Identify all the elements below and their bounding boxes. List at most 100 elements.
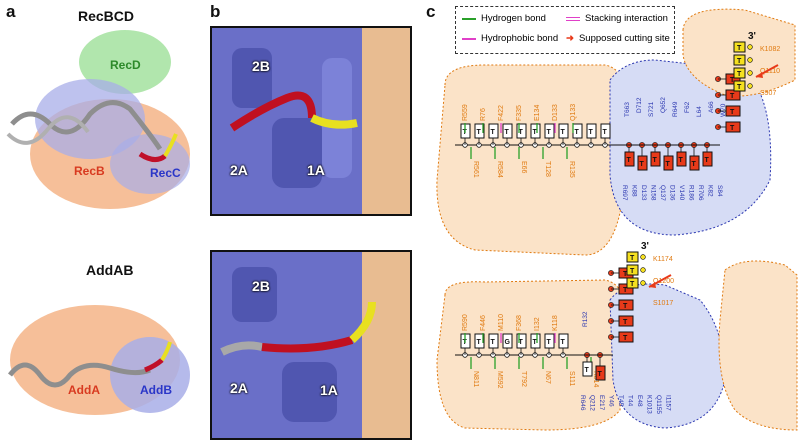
recd-surface: [79, 30, 171, 94]
recbcd-structure: [6, 30, 190, 209]
addab-dna: [8, 362, 151, 388]
base-3: [626, 277, 639, 289]
three-prime-label: 3': [748, 31, 756, 42]
legend: Hydrogen bond Stacking interaction Hydro…: [455, 6, 675, 54]
base-5-letter: T: [561, 339, 566, 346]
base-bottom-letter: T: [627, 157, 632, 164]
base-5: [530, 333, 541, 349]
base-right-letter: T: [623, 271, 628, 278]
residue-label: Y46: [608, 395, 615, 407]
base-3: [733, 80, 746, 92]
base-5: [502, 123, 513, 139]
base-bottom-letter: T: [598, 371, 603, 378]
residue-label: Q1200: [653, 278, 674, 285]
phosphate-yellow: [640, 254, 646, 260]
base-bottom-letter: T: [640, 161, 645, 168]
base-bottom: [676, 151, 687, 167]
base-right: [618, 331, 634, 343]
base-5: [474, 123, 485, 139]
residue-label: D133: [552, 104, 559, 121]
base-5-letter: T: [491, 129, 496, 136]
base-right: [725, 105, 741, 117]
base-5-letter: T: [547, 339, 552, 346]
residue-label: K1013: [646, 395, 653, 414]
top-domain-2b: 2B: [252, 58, 270, 74]
base-5-letter: T: [519, 339, 524, 346]
base-5: [558, 333, 569, 349]
base-bottom: [702, 151, 713, 167]
residue-label: F368: [516, 315, 523, 331]
base-right-letter: T: [730, 125, 735, 132]
base-5: [474, 333, 485, 349]
base-3-letter: T: [737, 84, 742, 91]
base-5-letter: G: [505, 339, 511, 346]
base-right: [725, 121, 741, 133]
addab-zoom-box: 2B 2A 1A: [210, 250, 412, 440]
residue-label: R132: [582, 311, 589, 327]
residue-label: T44: [627, 395, 634, 407]
residue-label: Q212: [589, 395, 596, 411]
base-3-letter: T: [630, 268, 635, 275]
base-right: [725, 73, 741, 85]
residue-label: T663: [624, 102, 631, 117]
residue-label: R649: [672, 101, 679, 117]
residue-label: K82: [707, 185, 714, 197]
base-5: [488, 333, 499, 349]
recc-label: RecC: [150, 166, 181, 180]
bottom-domain-2a: 2A: [230, 380, 248, 396]
residue-label: W70: [720, 103, 727, 117]
residue-label: E217: [598, 395, 605, 411]
base-bottom: [582, 361, 593, 377]
cut-site-arrowhead: [756, 72, 763, 78]
base-5-letter: T: [575, 129, 580, 136]
dna-yellow-strand: [163, 133, 178, 158]
bottom-domain-2b: 2B: [252, 278, 270, 294]
base-5: [530, 123, 541, 139]
base-5-letter: T: [477, 339, 482, 346]
residue-label: F446: [480, 315, 487, 331]
base-3-letter: T: [737, 58, 742, 65]
legend-hbond-label: Hydrogen bond: [481, 13, 546, 24]
bottom-blue-region: [609, 283, 726, 429]
residue-label: S84: [716, 185, 723, 197]
base-right-letter: T: [730, 109, 735, 116]
top-domain-1a: 1A: [307, 162, 325, 178]
residue-label: R706: [697, 185, 704, 201]
base-3: [733, 41, 746, 53]
base-right-letter: T: [730, 93, 735, 100]
residue-label: I132: [534, 317, 541, 331]
three-prime-label: 3': [641, 241, 649, 252]
legend-hydrophobic-label: Hydrophobic bond: [481, 33, 559, 44]
base-5-letter: T: [603, 129, 608, 136]
panel-a-letter: a: [6, 2, 16, 21]
addb-label: AddB: [140, 383, 172, 397]
residue-label: T128: [544, 161, 551, 177]
residue-label: M110: [498, 314, 505, 331]
residue-label: D136: [669, 185, 676, 201]
recbcd-title: RecBCD: [78, 8, 135, 24]
base-5: [600, 123, 611, 139]
residue-label: D712: [636, 97, 643, 113]
base-5-letter: T: [547, 129, 552, 136]
top-orange-region: [436, 64, 626, 256]
recbcd-zoom-box: 2B 2A 1A: [210, 26, 412, 216]
residue-label: R590: [462, 314, 469, 331]
phosphate-yellow: [747, 83, 753, 89]
base-5: [502, 333, 513, 349]
residue-label: S111: [568, 371, 575, 386]
base-bottom-letter: T: [679, 157, 684, 164]
base-3-letter: T: [737, 71, 742, 78]
top-interaction-map: 5'TTTTTTTTTTTR559R76F422F335E134D133Q133…: [455, 31, 780, 201]
legend-stacking: Stacking interaction: [566, 13, 668, 24]
base-right: [618, 283, 634, 295]
interaction-diagrams: 5'TTTTTTTTTTTR559R76F422F335E134D133Q133…: [436, 8, 798, 431]
base-bottom-letter: T: [666, 161, 671, 168]
residue-label: E48: [636, 395, 643, 407]
base-bottom: [650, 151, 661, 167]
residue-label: K118: [552, 315, 559, 331]
residue-label: R561: [472, 161, 479, 178]
base-3-letter: T: [630, 255, 635, 262]
residue-label: R135: [568, 161, 575, 178]
adda-label: AddA: [68, 383, 100, 397]
residue-label: S1017: [653, 300, 673, 307]
